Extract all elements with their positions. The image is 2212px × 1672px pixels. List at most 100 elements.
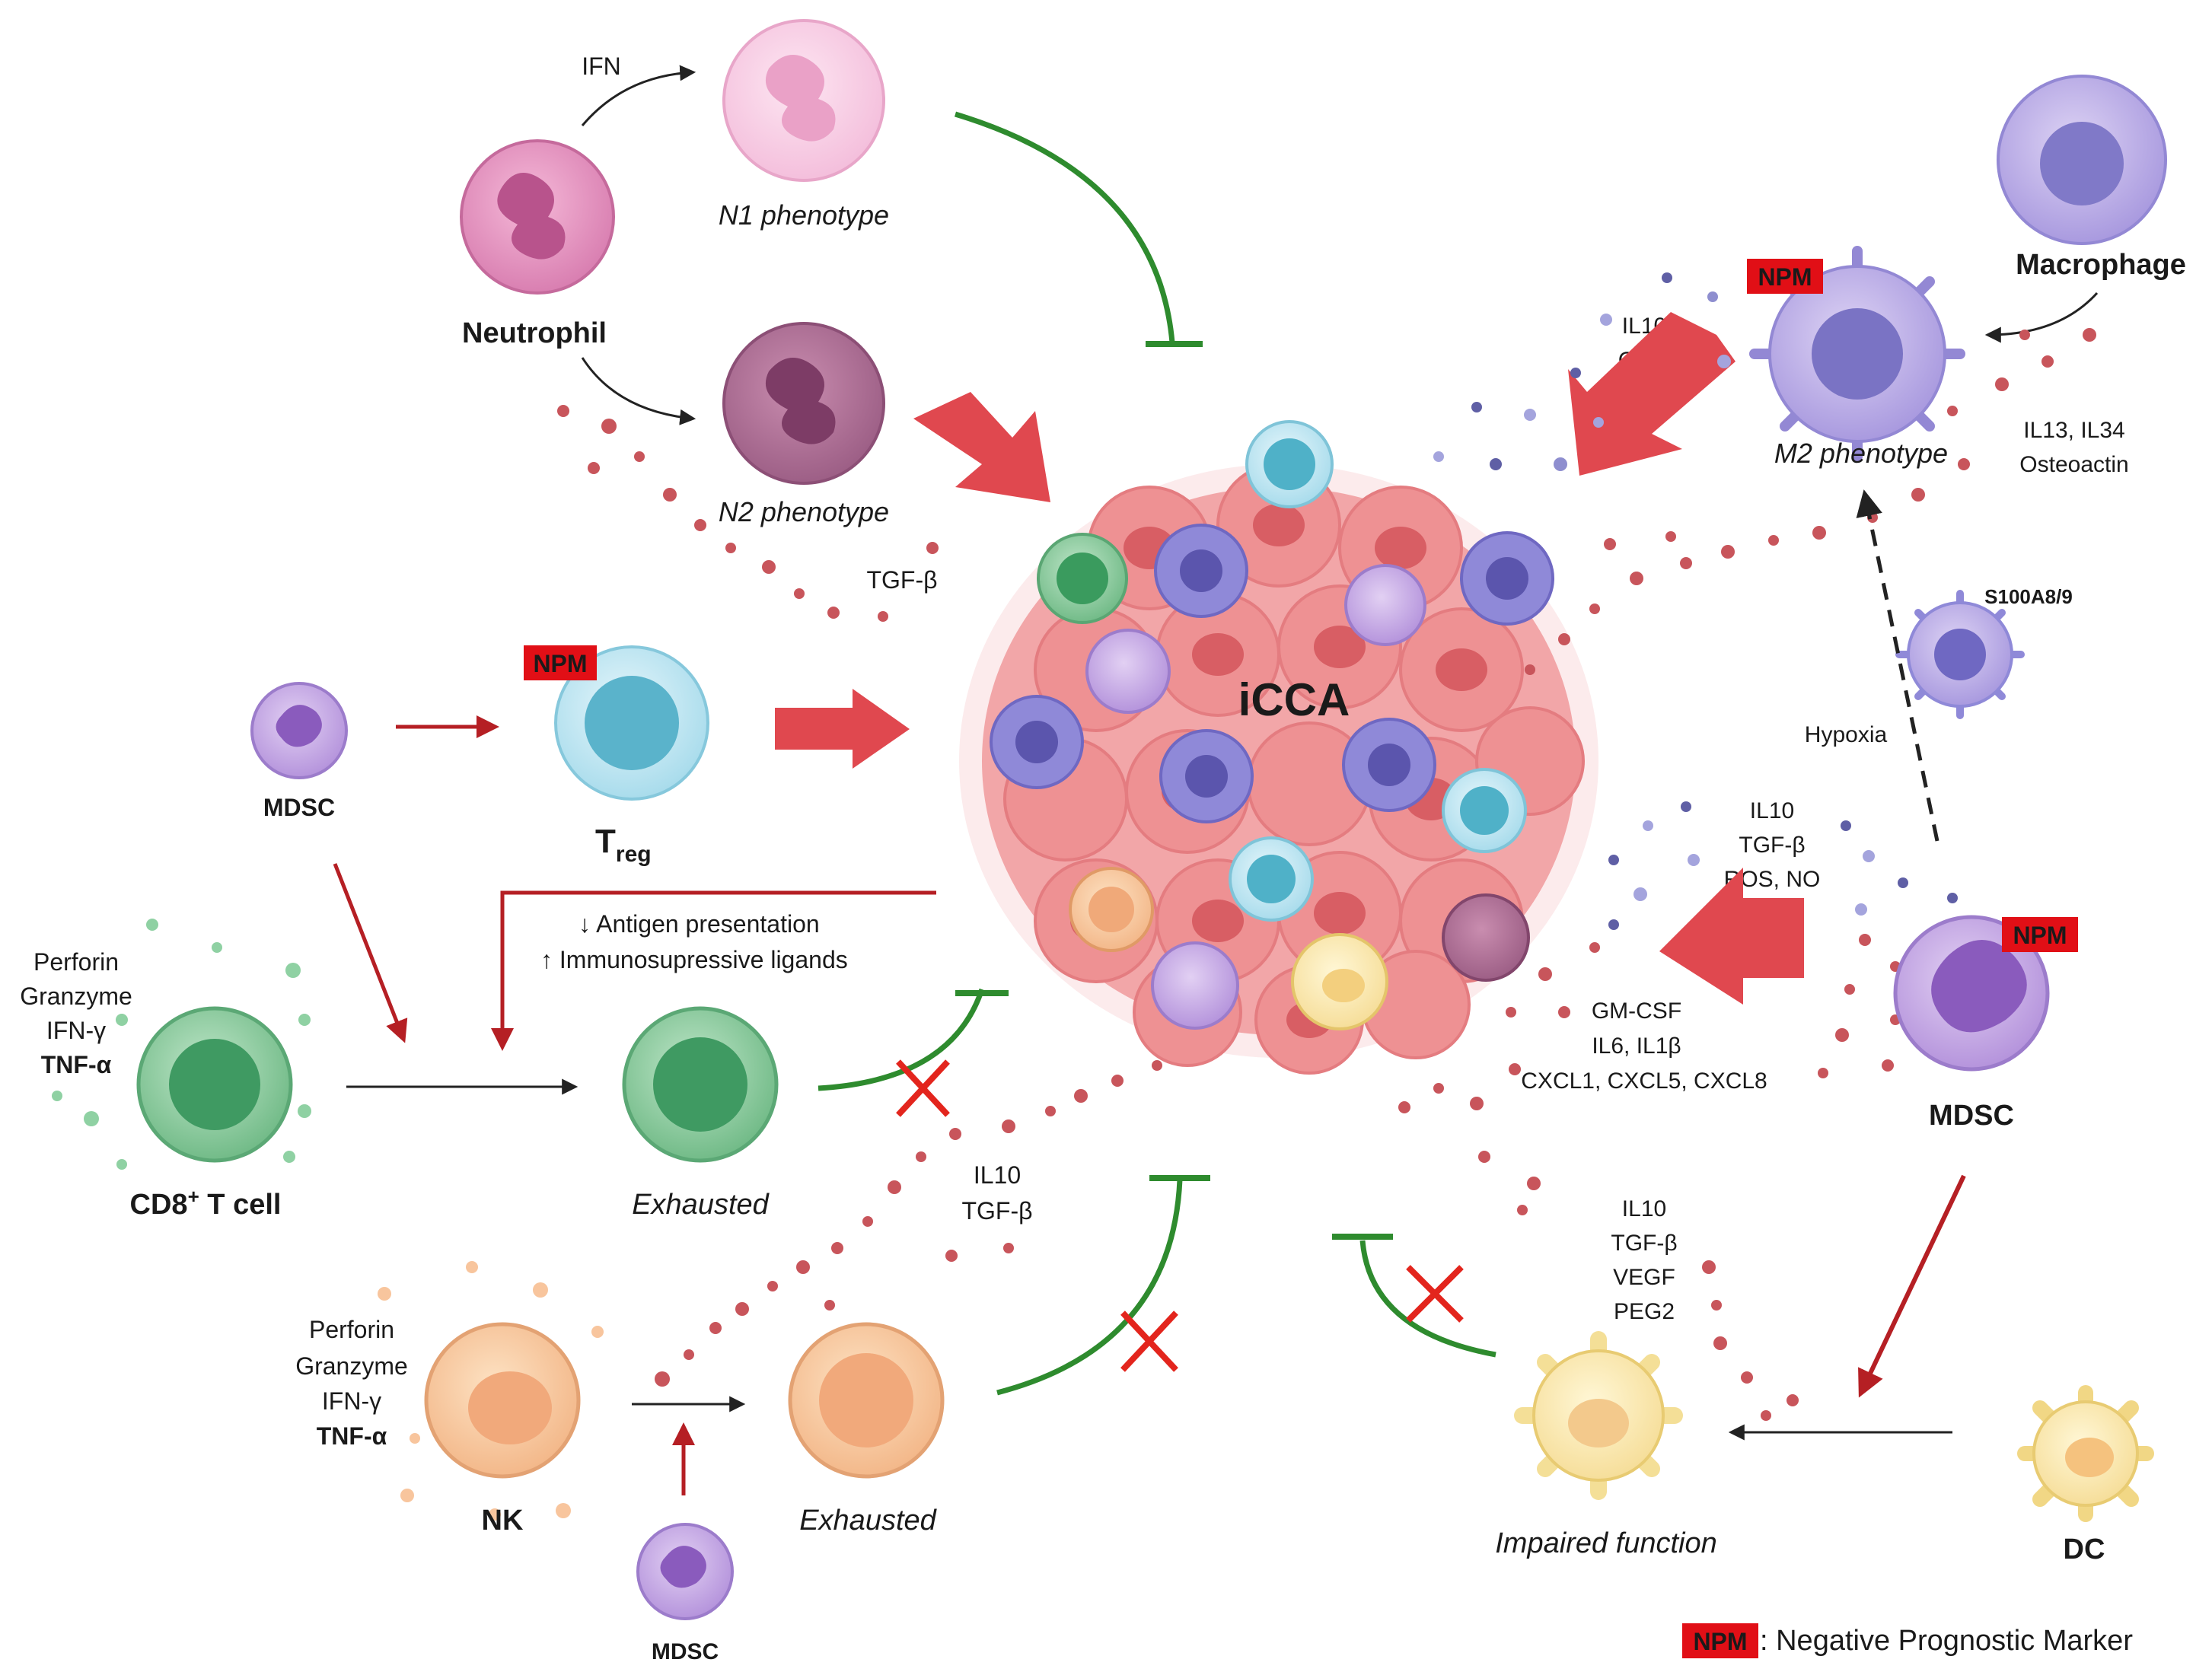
nk-blocked-cross xyxy=(1120,1311,1178,1372)
treg-promotion-arrow xyxy=(775,689,910,769)
cd8-exhausted-cell xyxy=(622,1006,779,1163)
infiltrate-t-cell xyxy=(1245,420,1334,508)
antigen-line-2: ↑ Immunosupressive ligands xyxy=(540,946,848,973)
mdsc-signal-bottom-1: GM-CSF xyxy=(1592,998,1681,1024)
cd8-cytokine-2: Granzyme xyxy=(20,982,132,1010)
dc-signal-1: IL10 xyxy=(1622,1196,1666,1221)
nk-cytokine-1: Perforin xyxy=(309,1316,394,1343)
infiltrate-macrophage xyxy=(990,524,1554,823)
mdsc-right-cell xyxy=(1893,915,2050,1072)
cd8-inhibition-line xyxy=(818,988,985,1091)
macrophage-signal-dots xyxy=(1525,328,2096,675)
m2-npm-text: NPM xyxy=(1758,263,1812,291)
n1-label: N1 phenotype xyxy=(719,199,889,231)
tumor-mass: iCCA xyxy=(959,420,1598,1075)
infiltrate-cd8 xyxy=(1037,533,1128,624)
n1-inhibition-line xyxy=(954,111,1175,343)
cd8-label-sup: + xyxy=(188,1185,199,1208)
nk-cell xyxy=(424,1322,581,1479)
mdsc-right-npm-text: NPM xyxy=(2013,922,2067,949)
neutrophil-cell xyxy=(460,139,615,295)
cd8-cell xyxy=(136,1006,293,1163)
mdsc-bottom-cell xyxy=(636,1523,734,1620)
infiltrate-mdsc xyxy=(1085,564,1426,1030)
macrophage-signal-1: IL13, IL34 xyxy=(2023,418,2124,443)
treg-label: Treg xyxy=(595,823,652,867)
dc-signal-4: PEG2 xyxy=(1614,1299,1675,1324)
cd8-cytokine-1: Perforin xyxy=(33,948,119,976)
m2-promotion-arrow xyxy=(1568,312,1735,476)
ifn-arrow xyxy=(581,65,696,126)
nk-signal-2: TGF-β xyxy=(961,1197,1032,1225)
ifn-label: IFN xyxy=(582,53,621,80)
nk-cytokine-2: Granzyme xyxy=(295,1352,408,1380)
cd8-cytokine-4: TNF-α xyxy=(41,1051,112,1078)
hypoxia-label: Hypoxia xyxy=(1805,722,1888,747)
mdsc-right-signal-dots xyxy=(1608,801,1958,930)
dc-label: DC xyxy=(2064,1533,2105,1565)
n1-neutrophil-cell xyxy=(722,19,885,182)
legend-text: : Negative Prognostic Marker xyxy=(1760,1625,2133,1657)
mdsc-promotion-arrow xyxy=(1659,868,1804,1005)
m2-label: M2 phenotype xyxy=(1774,438,1948,469)
mdsc-signal-top-1: IL10 xyxy=(1750,798,1794,823)
m2-macrophage-cell xyxy=(1749,246,1965,462)
mdsc-right-npm-badge xyxy=(2002,917,2078,952)
hypoxia-arrow xyxy=(1856,489,1939,842)
antigen-line-1: ↓ Antigen presentation xyxy=(578,910,820,938)
cd8-blocked-cross xyxy=(896,1059,950,1117)
mdsc-left-cell xyxy=(250,682,348,779)
mdsc-to-dc-arrow xyxy=(1858,1174,1966,1398)
legend-npm-badge xyxy=(1682,1623,1758,1658)
treg-cell xyxy=(554,645,709,801)
treg-npm-text: NPM xyxy=(533,650,587,677)
nk-signal-1: IL10 xyxy=(974,1161,1021,1189)
n2-neutrophil-cell xyxy=(722,322,885,485)
s100-label: S100A8/9 xyxy=(1984,585,2073,608)
nk-exhausted-cell xyxy=(788,1322,945,1479)
dc-inhibition-line xyxy=(1359,1240,1496,1358)
n2-arrow xyxy=(581,357,696,425)
infiltrate-n2 xyxy=(1442,893,1530,982)
nk-cytokine-list: Perforin Granzyme IFN-γ TNF-α xyxy=(295,1316,408,1450)
dc-blocked-cross xyxy=(1406,1265,1464,1323)
treg-npm-badge xyxy=(524,645,597,680)
tgf-label: TGF-β xyxy=(866,566,937,594)
m2-signal-dots xyxy=(1433,272,1731,471)
dc-signal-dots xyxy=(1702,1260,1799,1421)
impaired-label: Impaired function xyxy=(1495,1527,1717,1559)
treg-label-sub: reg xyxy=(616,842,652,867)
legend-npm-key: NPM xyxy=(1693,1628,1747,1655)
mdsc-left-label: MDSC xyxy=(263,794,335,821)
dc-cell xyxy=(2017,1385,2154,1522)
mdsc-to-cd8-arrow xyxy=(333,863,408,1043)
infiltrate-nk xyxy=(1069,867,1154,952)
m2-npm-badge xyxy=(1747,259,1823,294)
infiltrate-t-cell xyxy=(1229,836,1314,922)
dc-signal-3: VEGF xyxy=(1613,1265,1675,1290)
infiltrate-dc xyxy=(1291,933,1388,1030)
mdsc-bottom-label: MDSC xyxy=(652,1639,719,1664)
neutrophil-label: Neutrophil xyxy=(462,317,607,349)
s100-macrophage-cell xyxy=(1895,590,2025,719)
cd8-granules xyxy=(52,919,311,1170)
cd8-label-suffix: T cell xyxy=(199,1189,282,1221)
nk-cytokine-3: IFN-γ xyxy=(322,1387,381,1415)
macrophage-polarization-arrow xyxy=(1984,291,2099,343)
treg-label-main: T xyxy=(595,823,616,860)
nk-signal-dots xyxy=(655,1060,1162,1387)
legend: NPM : Negative Prognostic Marker xyxy=(1682,1623,2133,1658)
antigen-feedback-line xyxy=(491,890,936,1051)
neutrophil-signal-dots xyxy=(557,405,939,622)
nk-cytokine-4: TNF-α xyxy=(317,1422,387,1450)
impaired-dc-cell xyxy=(1514,1331,1683,1500)
macrophage-label: Macrophage xyxy=(2016,249,2186,281)
nk-granules xyxy=(378,1261,604,1521)
n2-promotion-arrow xyxy=(913,392,1050,502)
cd8-cytokine-list: Perforin Granzyme IFN-γ TNF-α xyxy=(20,948,132,1078)
cd8-label-main: CD8 xyxy=(130,1189,188,1221)
cd8-cytokine-3: IFN-γ xyxy=(46,1017,106,1044)
dc-signal-2: TGF-β xyxy=(1611,1231,1677,1256)
mdsc-signal-bottom-2: IL6, IL1β xyxy=(1592,1033,1681,1059)
infiltrate-t-cell xyxy=(1442,768,1527,853)
